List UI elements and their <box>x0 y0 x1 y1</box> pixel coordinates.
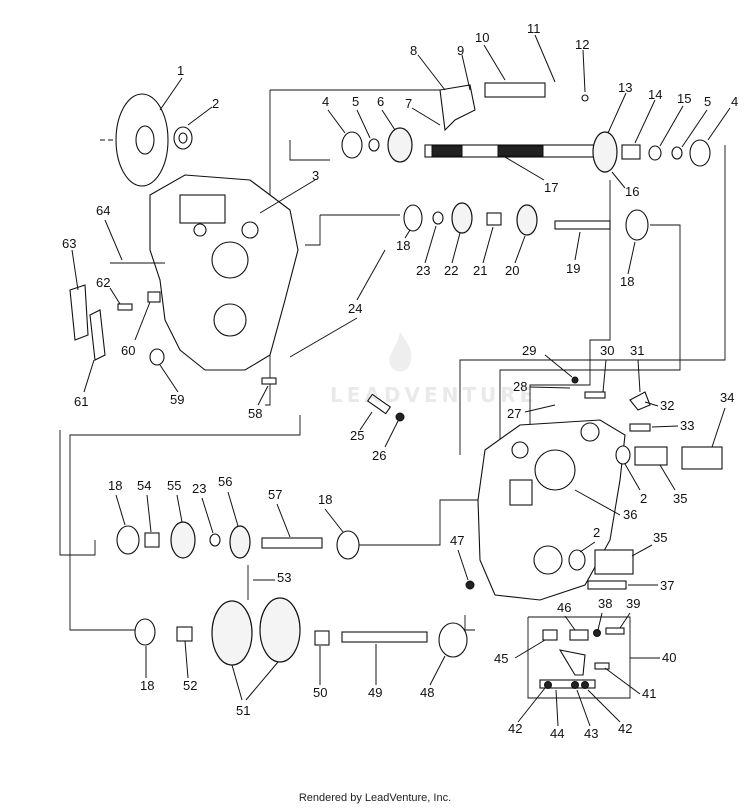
upper-shaft-assembly <box>341 82 711 173</box>
callout-57: 57 <box>268 487 282 502</box>
callout-30: 30 <box>600 343 614 358</box>
bottom-shaft-assembly <box>134 565 468 666</box>
small-parts-left <box>69 262 277 385</box>
callout-12: 12 <box>575 37 589 52</box>
callout-55: 55 <box>167 478 181 493</box>
callout-28: 28 <box>513 379 527 394</box>
callout-50: 50 <box>313 685 327 700</box>
callout-40: 40 <box>662 650 676 665</box>
callout-33: 33 <box>680 418 694 433</box>
seal-part-2 <box>173 126 193 150</box>
callout-42b: 42 <box>618 721 632 736</box>
callout-2c: 2 <box>593 525 600 540</box>
callout-54: 54 <box>137 478 151 493</box>
callout-4b: 4 <box>731 94 738 109</box>
callout-49: 49 <box>368 685 382 700</box>
callout-22: 22 <box>444 263 458 278</box>
callout-1: 1 <box>177 63 184 78</box>
middle-shaft-assembly <box>403 202 649 241</box>
callout-21: 21 <box>473 263 487 278</box>
callout-38: 38 <box>598 596 612 611</box>
callout-62: 62 <box>96 275 110 290</box>
callout-3: 3 <box>312 168 319 183</box>
callout-44: 44 <box>550 726 564 741</box>
callout-58: 58 <box>248 406 262 421</box>
callout-19: 19 <box>566 261 580 276</box>
callout-39: 39 <box>626 596 640 611</box>
callout-56: 56 <box>218 474 232 489</box>
callout-41: 41 <box>642 686 656 701</box>
callout-37: 37 <box>660 578 674 593</box>
right-housing-part-36 <box>477 419 626 601</box>
callout-18c: 18 <box>108 478 122 493</box>
callout-9: 9 <box>457 43 464 58</box>
callout-20: 20 <box>505 263 519 278</box>
callout-7: 7 <box>405 96 412 111</box>
callout-53: 53 <box>277 570 291 585</box>
callout-36: 36 <box>623 507 637 522</box>
callout-51: 51 <box>236 703 250 718</box>
callout-16: 16 <box>625 184 639 199</box>
callout-8: 8 <box>410 43 417 58</box>
callout-25: 25 <box>350 428 364 443</box>
callout-46: 46 <box>557 600 571 615</box>
callout-31: 31 <box>630 343 644 358</box>
callout-18e: 18 <box>140 678 154 693</box>
callout-2: 2 <box>212 96 219 111</box>
callout-18a: 18 <box>396 238 410 253</box>
callout-59: 59 <box>170 392 184 407</box>
pulley-part-1 <box>100 93 169 187</box>
callout-4: 4 <box>322 94 329 109</box>
callout-2b: 2 <box>640 491 647 506</box>
callout-34: 34 <box>720 390 734 405</box>
callout-27: 27 <box>507 406 521 421</box>
callout-14: 14 <box>648 87 662 102</box>
callout-61: 61 <box>74 394 88 409</box>
callout-42a: 42 <box>508 721 522 736</box>
callout-32: 32 <box>660 398 674 413</box>
callout-13: 13 <box>618 80 632 95</box>
callout-35a: 35 <box>673 491 687 506</box>
callout-60: 60 <box>121 343 135 358</box>
callout-15: 15 <box>677 91 691 106</box>
callout-35b: 35 <box>653 530 667 545</box>
callout-17: 17 <box>544 180 558 195</box>
callout-26: 26 <box>372 448 386 463</box>
callout-6: 6 <box>377 94 384 109</box>
callout-labels: 1 2 3 4 5 6 7 8 9 10 11 12 13 14 15 5 4 … <box>62 21 738 741</box>
callout-11: 11 <box>527 21 541 36</box>
lower-shaft-assembly <box>116 521 360 560</box>
callout-29: 29 <box>522 343 536 358</box>
callout-23a: 23 <box>416 263 430 278</box>
callout-52: 52 <box>183 678 197 693</box>
callout-48: 48 <box>420 685 434 700</box>
callout-18b: 18 <box>620 274 634 289</box>
callout-24: 24 <box>348 301 362 316</box>
callout-10: 10 <box>475 30 489 45</box>
callout-23b: 23 <box>192 481 206 496</box>
callout-47: 47 <box>450 533 464 548</box>
left-housing-part-3 <box>149 174 299 371</box>
callout-5: 5 <box>352 94 359 109</box>
callout-45: 45 <box>494 651 508 666</box>
callout-18d: 18 <box>318 492 332 507</box>
callout-63: 63 <box>62 236 76 251</box>
footer-credit: Rendered by LeadVenture, Inc. <box>298 792 452 804</box>
callout-5b: 5 <box>704 94 711 109</box>
small-parts-right <box>366 376 723 590</box>
detent-assembly <box>465 580 631 699</box>
callout-64: 64 <box>96 203 110 218</box>
callout-43: 43 <box>584 726 598 741</box>
